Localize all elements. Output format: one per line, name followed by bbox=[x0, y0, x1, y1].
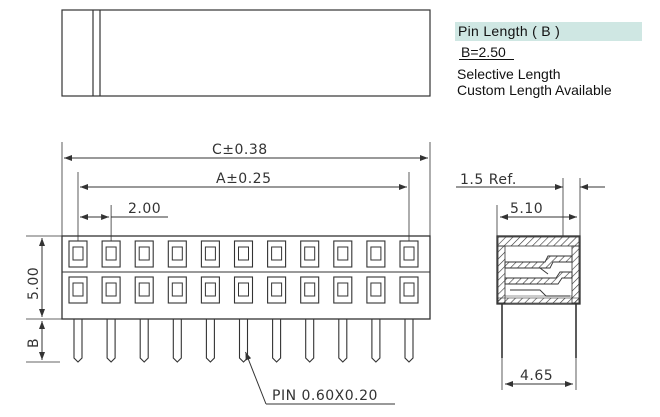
pin-callout-leader bbox=[245, 351, 267, 405]
dimension-width-bottom-label: 4.65 bbox=[520, 368, 553, 384]
selective-length-text: Selective Length bbox=[457, 66, 561, 82]
socket-lower-inner bbox=[304, 282, 316, 297]
pin-tail bbox=[172, 319, 182, 363]
pin-tail bbox=[73, 319, 83, 363]
socket-lower-inner bbox=[403, 282, 415, 297]
dimension-pitch-label: 2.00 bbox=[128, 201, 161, 217]
front-view bbox=[26, 142, 431, 405]
pin-tail bbox=[404, 319, 414, 363]
dimension-c-label: C±0.38 bbox=[212, 142, 268, 158]
socket-upper bbox=[167, 240, 187, 268]
pin-tail bbox=[305, 319, 315, 363]
dimension-ref-label: 1.5 Ref. bbox=[460, 172, 517, 188]
socket-upper-inner bbox=[337, 246, 349, 261]
pin-tail bbox=[272, 319, 282, 363]
socket-upper-inner bbox=[238, 246, 249, 261]
socket-upper-inner bbox=[204, 246, 216, 261]
socket-upper bbox=[300, 240, 320, 268]
pin-tail bbox=[139, 319, 149, 363]
socket-lower bbox=[399, 276, 419, 304]
socket-lower-inner bbox=[238, 282, 249, 297]
pin-tail bbox=[238, 319, 249, 363]
socket-upper-inner bbox=[138, 246, 150, 261]
socket-upper-inner bbox=[271, 246, 283, 261]
dimension-height-label: 5.00 bbox=[26, 267, 42, 300]
socket-upper bbox=[233, 240, 254, 268]
pin-tail bbox=[371, 319, 381, 363]
socket-upper-inner bbox=[105, 246, 117, 261]
socket-lower-inner bbox=[370, 282, 382, 297]
socket-lower bbox=[167, 276, 187, 304]
socket-upper-inner bbox=[72, 246, 84, 261]
socket-upper bbox=[333, 240, 353, 268]
socket-upper bbox=[366, 240, 386, 268]
socket-upper bbox=[68, 240, 88, 268]
pin-length-spec: Pin Length ( B ) B=2.50 Selective Length… bbox=[455, 22, 645, 98]
pin-length-title: Pin Length ( B ) bbox=[455, 22, 642, 41]
socket-lower bbox=[333, 276, 353, 304]
socket-lower-inner bbox=[337, 282, 349, 297]
socket-lower bbox=[101, 276, 121, 304]
socket-upper bbox=[200, 240, 220, 268]
socket-lower-inner bbox=[138, 282, 150, 297]
pin-callout-label: PIN 0.60X0.20 bbox=[272, 388, 378, 404]
socket-lower bbox=[267, 276, 287, 304]
dimension-b-label: B bbox=[26, 338, 42, 348]
pin-tail bbox=[205, 319, 215, 363]
socket-upper-inner bbox=[370, 246, 382, 261]
socket-lower-inner bbox=[204, 282, 216, 297]
socket-lower-inner bbox=[105, 282, 117, 297]
pin-tail bbox=[106, 319, 116, 363]
socket-lower bbox=[68, 276, 88, 304]
socket-upper bbox=[101, 240, 121, 268]
socket-lower-inner bbox=[72, 282, 84, 297]
socket-lower-inner bbox=[271, 282, 283, 297]
dimension-width-top-label: 5.10 bbox=[510, 201, 543, 217]
socket-upper-inner bbox=[403, 246, 415, 261]
socket-lower bbox=[366, 276, 386, 304]
dimension-a-label: A±0.25 bbox=[216, 171, 271, 187]
socket-lower bbox=[200, 276, 220, 304]
socket-upper-inner bbox=[171, 246, 183, 261]
socket-upper bbox=[134, 240, 154, 268]
side-view bbox=[456, 178, 605, 390]
custom-length-text: Custom Length Available bbox=[457, 82, 612, 98]
header-body bbox=[61, 235, 431, 320]
socket-lower bbox=[233, 276, 254, 304]
top-view bbox=[61, 9, 431, 97]
pin-tail bbox=[338, 319, 348, 363]
pin-length-value: B=2.50 bbox=[459, 45, 514, 60]
socket-upper-inner bbox=[304, 246, 316, 261]
socket-lower bbox=[300, 276, 320, 304]
socket-lower bbox=[134, 276, 154, 304]
socket-upper bbox=[399, 240, 419, 268]
socket-upper bbox=[267, 240, 287, 268]
socket-lower-inner bbox=[171, 282, 183, 297]
